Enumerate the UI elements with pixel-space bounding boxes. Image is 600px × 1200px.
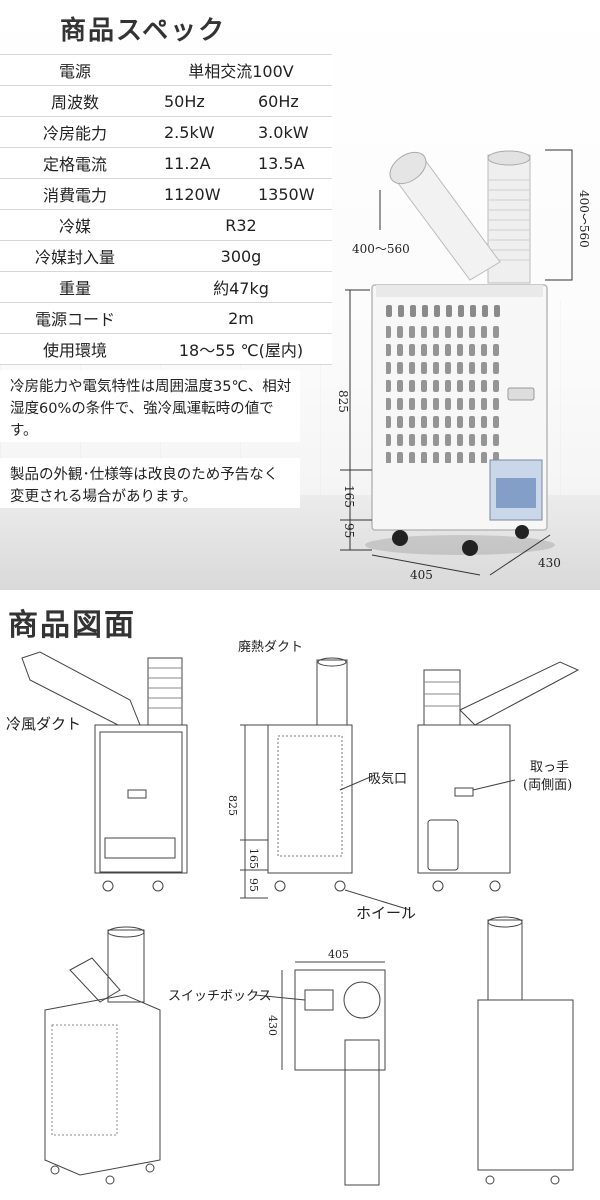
dim-duct-left: 400～560 bbox=[352, 242, 410, 256]
dim-depth: 430 bbox=[538, 556, 561, 570]
dim-wheel: 95 bbox=[342, 523, 356, 539]
spec-note-conditions: 冷房能力や電気特性は周囲温度35℃、相対湿度60%の条件で、強冷風運転時の値です… bbox=[0, 370, 300, 442]
spec-row: 消費電力 1120W 1350W bbox=[0, 178, 332, 210]
spec-row: 周波数 50Hz 60Hz bbox=[0, 85, 332, 117]
dim-width: 405 bbox=[410, 568, 433, 582]
drawing-dim-top-width: 405 bbox=[328, 948, 349, 961]
spec-note-disclaimer: 製品の外観･仕様等は改良のため予告なく変更される場合があります。 bbox=[0, 458, 300, 508]
label-switch-box: スイッチボックス bbox=[168, 989, 272, 1004]
dim-box: 165 bbox=[342, 485, 356, 508]
label-exhaust-duct: 廃熱ダクト bbox=[238, 640, 304, 655]
spec-row: 使用環境 18～55 ℃(屋内) bbox=[0, 333, 332, 365]
spec-row: 定格電流 11.2A 13.5A bbox=[0, 147, 332, 179]
spec-row: 冷媒 R32 bbox=[0, 209, 332, 241]
spec-row: 電源 単相交流100V bbox=[0, 54, 332, 86]
drawing-dim-height: 825 bbox=[226, 795, 239, 816]
label-intake: 吸気口 bbox=[368, 772, 408, 787]
spec-row: 重量 約47kg bbox=[0, 271, 332, 303]
dim-duct-right: 400～560 bbox=[577, 190, 591, 248]
drawing-dim-top-depth: 430 bbox=[266, 1015, 279, 1036]
spec-table: 電源 単相交流100V 周波数 50Hz 60Hz 冷房能力 2.5kW 3.0… bbox=[0, 54, 332, 365]
drawing-dim-box: 165 bbox=[247, 848, 260, 869]
technical-drawings bbox=[21, 651, 580, 1186]
product-photo bbox=[340, 149, 573, 576]
spec-title: 商品スペック bbox=[60, 16, 227, 46]
spec-row: 電源コード 2m bbox=[0, 302, 332, 334]
spec-row: 冷媒封入量 300g bbox=[0, 240, 332, 272]
spec-section: 商品スペック 電源 単相交流100V 周波数 50Hz 60Hz 冷房能力 2.… bbox=[0, 0, 600, 590]
label-handle-sub: (両側面) bbox=[523, 778, 573, 793]
dim-height: 825 bbox=[336, 390, 350, 413]
drawing-dim-wheel: 95 bbox=[247, 878, 260, 892]
spec-row: 冷房能力 2.5kW 3.0kW bbox=[0, 116, 332, 148]
label-wheel: ホイール bbox=[356, 904, 417, 922]
drawing-title: 商品図面 bbox=[8, 608, 136, 643]
label-handle: 取っ手 bbox=[530, 760, 570, 775]
label-cold-duct: 冷風ダクト bbox=[6, 715, 82, 733]
